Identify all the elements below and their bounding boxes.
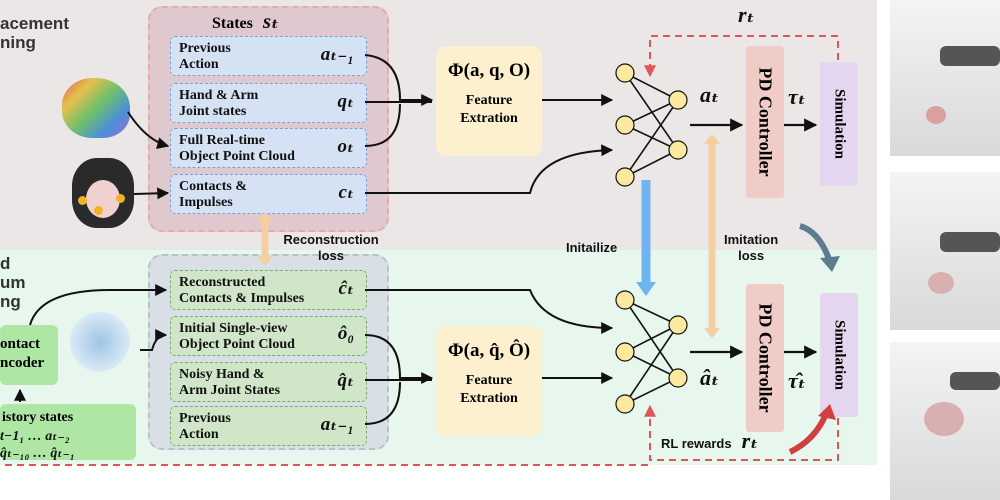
- single-view-point-cloud-image: [70, 312, 130, 372]
- top-section-heading: acement ning: [0, 14, 69, 52]
- hand-contact-image: [72, 158, 134, 228]
- simulation-bottom: Simulation: [820, 293, 858, 417]
- rl-rewards-label: RL rewards rₜ: [661, 428, 759, 453]
- pd-controller-bottom: PD Controller: [746, 284, 784, 432]
- torque-top-label: τₜ: [788, 84, 806, 109]
- action-bottom-label: âₜ: [700, 365, 720, 390]
- initialize-label: Initailize: [566, 240, 618, 255]
- sim-photo-3: [890, 342, 1000, 500]
- policy-network-bottom: [615, 290, 688, 414]
- torque-bottom-label: τ̂ₜ: [788, 368, 806, 393]
- sim-photo-1: [890, 0, 1000, 156]
- sim-photo-2: [890, 172, 1000, 330]
- contact-encoder-box: ontact ncoder: [0, 325, 58, 385]
- bottom-section-heading: d um ng: [0, 254, 26, 311]
- point-cloud-image: [62, 78, 130, 138]
- simulation-top: Simulation: [820, 62, 858, 186]
- action-top-label: aₜ: [700, 82, 720, 107]
- reward-top-label: rₜ: [738, 2, 755, 27]
- pd-controller-top: PD Controller: [746, 46, 784, 198]
- states-top-title: States sₜ: [212, 9, 279, 33]
- state-item-noisy-joint-states: Noisy Hand &Arm Joint States q̂ₜ: [170, 362, 367, 402]
- state-item-contacts: Contacts &Impulses cₜ: [170, 174, 367, 214]
- reconstruction-loss-label: Reconstruction loss: [283, 232, 379, 263]
- imitation-loss-label: Imitation loss: [724, 232, 779, 263]
- history-states-box: istory states t−1₁ … aₜ₋₂ q̂ₜ₋₁₀ … q̂ₜ₋₁: [0, 404, 136, 461]
- policy-network-top: [615, 63, 688, 187]
